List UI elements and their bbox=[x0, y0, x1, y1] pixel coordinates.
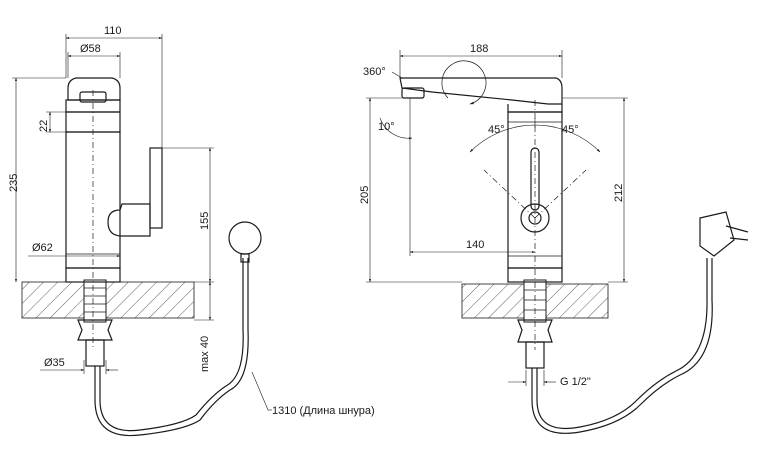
plug-round-view bbox=[228, 221, 262, 255]
countertop-section bbox=[21, 281, 195, 319]
dim-thread: G 1/2" bbox=[560, 376, 591, 388]
dim-mount-depth: max 40 bbox=[199, 336, 211, 372]
dim-outlet-offset: 140 bbox=[466, 239, 484, 251]
spout bbox=[399, 77, 563, 105]
dim-step: 22 bbox=[38, 120, 50, 132]
dim-cord-length: 1310 (Длина шнура) bbox=[272, 405, 375, 417]
dim-height-left: 205 bbox=[359, 186, 371, 204]
angle-left: 45° bbox=[488, 124, 505, 136]
mounting-nut bbox=[77, 319, 113, 341]
front-view: 188 360° 10° 45° 45° 205 212 140 G 1/2" bbox=[359, 43, 749, 434]
rotation-label: 360° bbox=[363, 66, 386, 78]
aerator bbox=[79, 91, 107, 103]
dim-outlet-height: 155 bbox=[199, 212, 211, 230]
cap-lower bbox=[65, 99, 121, 113]
side-view: 110 Ø58 235 22 Ø62 155 max 40 Ø35 bbox=[8, 25, 375, 437]
dim-reach: 188 bbox=[470, 43, 488, 55]
power-cord-front bbox=[531, 258, 713, 434]
angle-right: 45° bbox=[562, 124, 579, 136]
dim-cap-diameter: Ø58 bbox=[80, 43, 101, 55]
dim-height-right: 212 bbox=[613, 184, 625, 202]
rotation-arrow bbox=[441, 60, 487, 105]
dim-width-total: 110 bbox=[104, 25, 122, 37]
lever-handle bbox=[149, 147, 163, 229]
power-cord bbox=[94, 258, 249, 437]
cap-upper bbox=[67, 77, 121, 101]
lever-knob bbox=[520, 203, 550, 233]
threaded-stud bbox=[85, 339, 105, 367]
dim-body-diameter: Ø62 bbox=[32, 242, 53, 254]
dim-height-total: 235 bbox=[8, 174, 20, 192]
lever-slot bbox=[530, 147, 540, 211]
plug-schuko bbox=[699, 211, 735, 257]
spout-aerator bbox=[401, 87, 425, 99]
lever-hub bbox=[107, 203, 151, 237]
mounting-shank bbox=[83, 279, 107, 323]
tilt-label: 10° bbox=[378, 121, 395, 133]
dim-shank-diameter: Ø35 bbox=[44, 357, 65, 369]
